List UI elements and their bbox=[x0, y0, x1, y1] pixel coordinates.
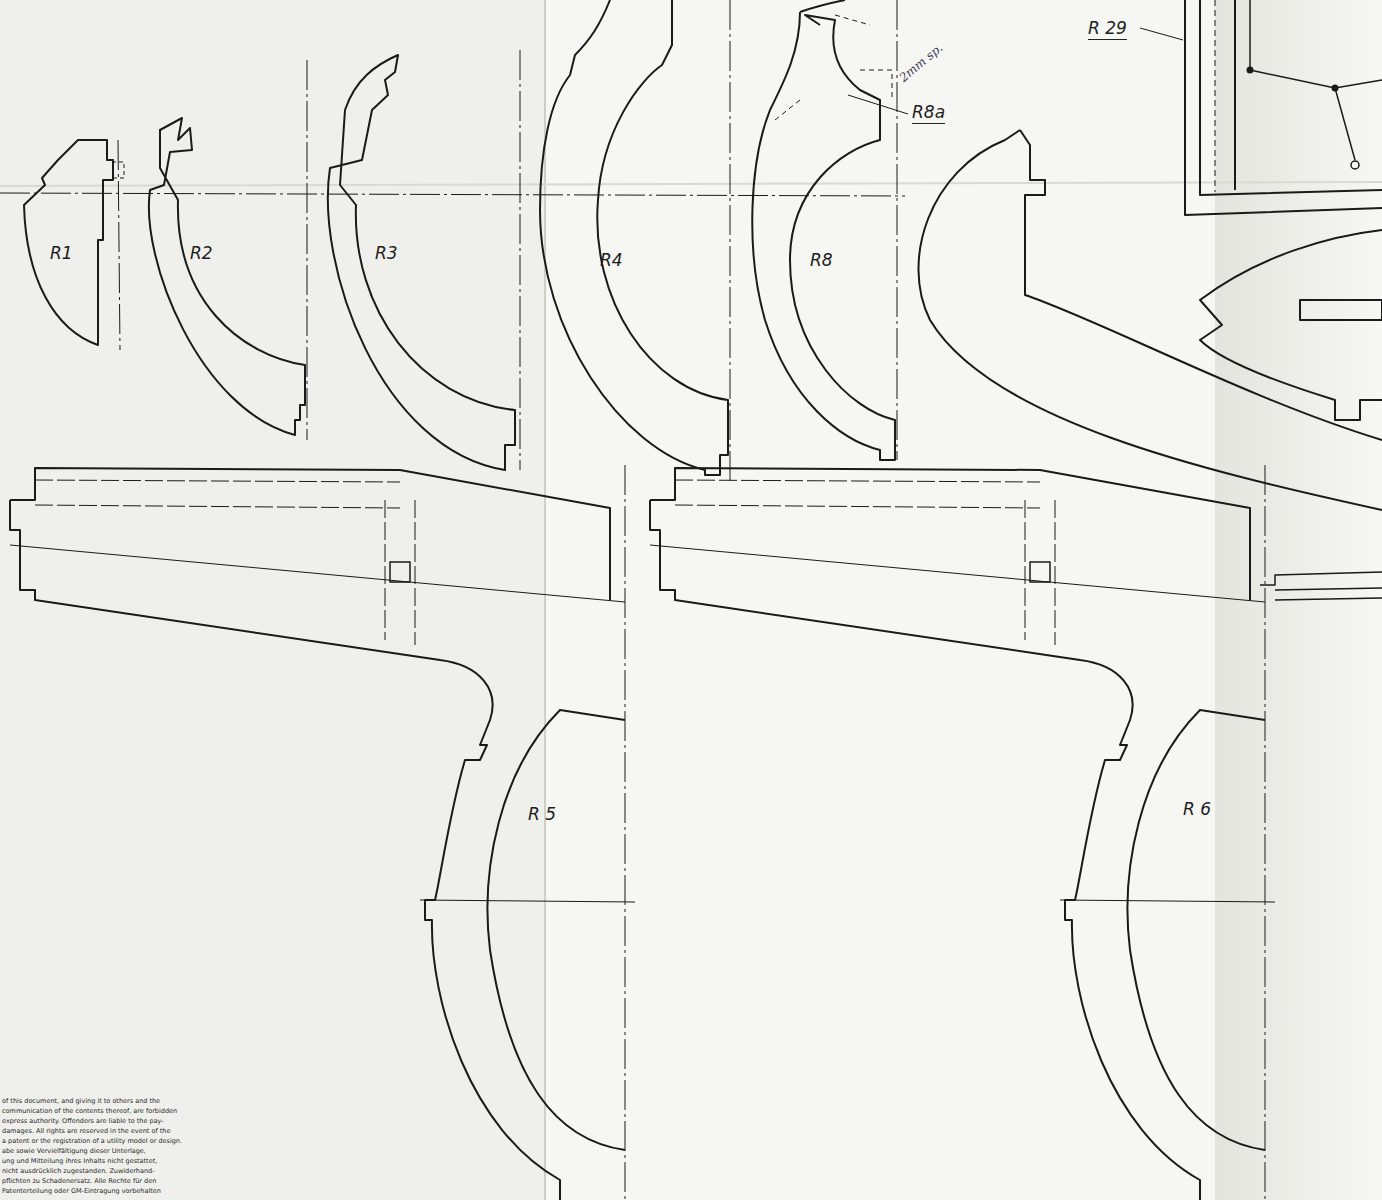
part-label: R2 bbox=[190, 245, 213, 262]
part-assembly bbox=[10, 465, 635, 1200]
hidden-line bbox=[775, 70, 892, 120]
part-outline bbox=[328, 55, 515, 470]
part-label: R 5 bbox=[528, 806, 556, 823]
part-outline bbox=[919, 130, 1382, 510]
center-line bbox=[307, 60, 308, 440]
slot bbox=[1300, 300, 1382, 320]
center-line bbox=[0, 193, 905, 196]
dot bbox=[1351, 161, 1359, 169]
paper-panel bbox=[545, 0, 1215, 1200]
hidden-line bbox=[1215, 0, 1216, 192]
part-outline bbox=[1185, 0, 1382, 215]
legal-notice: communication of the contents thereof, a… bbox=[2, 1108, 177, 1115]
part-outline bbox=[1260, 572, 1382, 600]
dot bbox=[1248, 68, 1253, 73]
part-outline bbox=[149, 118, 305, 435]
legal-notice: ung und Mitteilung ihres Inhalts nicht g… bbox=[2, 1158, 157, 1165]
part-assembly bbox=[650, 465, 1275, 1200]
center-line bbox=[897, 0, 898, 460]
legal-notice: pflichten zu Schadenersatz. Alle Rechte … bbox=[2, 1178, 156, 1185]
part-label: R3 bbox=[375, 245, 398, 262]
part-outline bbox=[24, 140, 113, 345]
part-label: R8a bbox=[912, 104, 945, 124]
part-outline bbox=[540, 0, 728, 475]
center-line bbox=[520, 50, 521, 470]
legal-notice: abe sowie Vervielfältigung dieser Unterl… bbox=[2, 1148, 146, 1155]
legal-notice: Patenterteilung oder GM-Eintragung vorbe… bbox=[2, 1188, 161, 1195]
part-label: R1 bbox=[50, 245, 73, 262]
fold-line bbox=[544, 0, 546, 1200]
rigging-line bbox=[1250, 0, 1382, 160]
leader-line bbox=[848, 95, 908, 114]
legal-notice: a patent or the registration of a utilit… bbox=[2, 1138, 182, 1145]
part-outline bbox=[1200, 230, 1382, 420]
hidden-line bbox=[112, 162, 124, 178]
legal-notice: damages. All rights are reserved in the … bbox=[2, 1128, 170, 1135]
hidden-line bbox=[835, 15, 870, 25]
center-line bbox=[730, 0, 731, 480]
part-label: R 29 bbox=[1088, 20, 1127, 40]
leader-line bbox=[1140, 28, 1183, 40]
legal-notice: express authority. Offenders are liable … bbox=[2, 1118, 164, 1125]
dot bbox=[1333, 86, 1338, 91]
part-label: R4 bbox=[600, 252, 623, 269]
fold-line bbox=[0, 182, 1382, 186]
legal-notice: of this document, and giving it to other… bbox=[2, 1098, 160, 1105]
part-label: R 6 bbox=[1183, 801, 1211, 818]
center-line bbox=[118, 140, 120, 350]
part-label: R8 bbox=[810, 252, 833, 269]
legal-notice: nicht ausdrücklich zugestanden. Zuwiderh… bbox=[2, 1168, 155, 1175]
part-outline bbox=[752, 0, 895, 460]
